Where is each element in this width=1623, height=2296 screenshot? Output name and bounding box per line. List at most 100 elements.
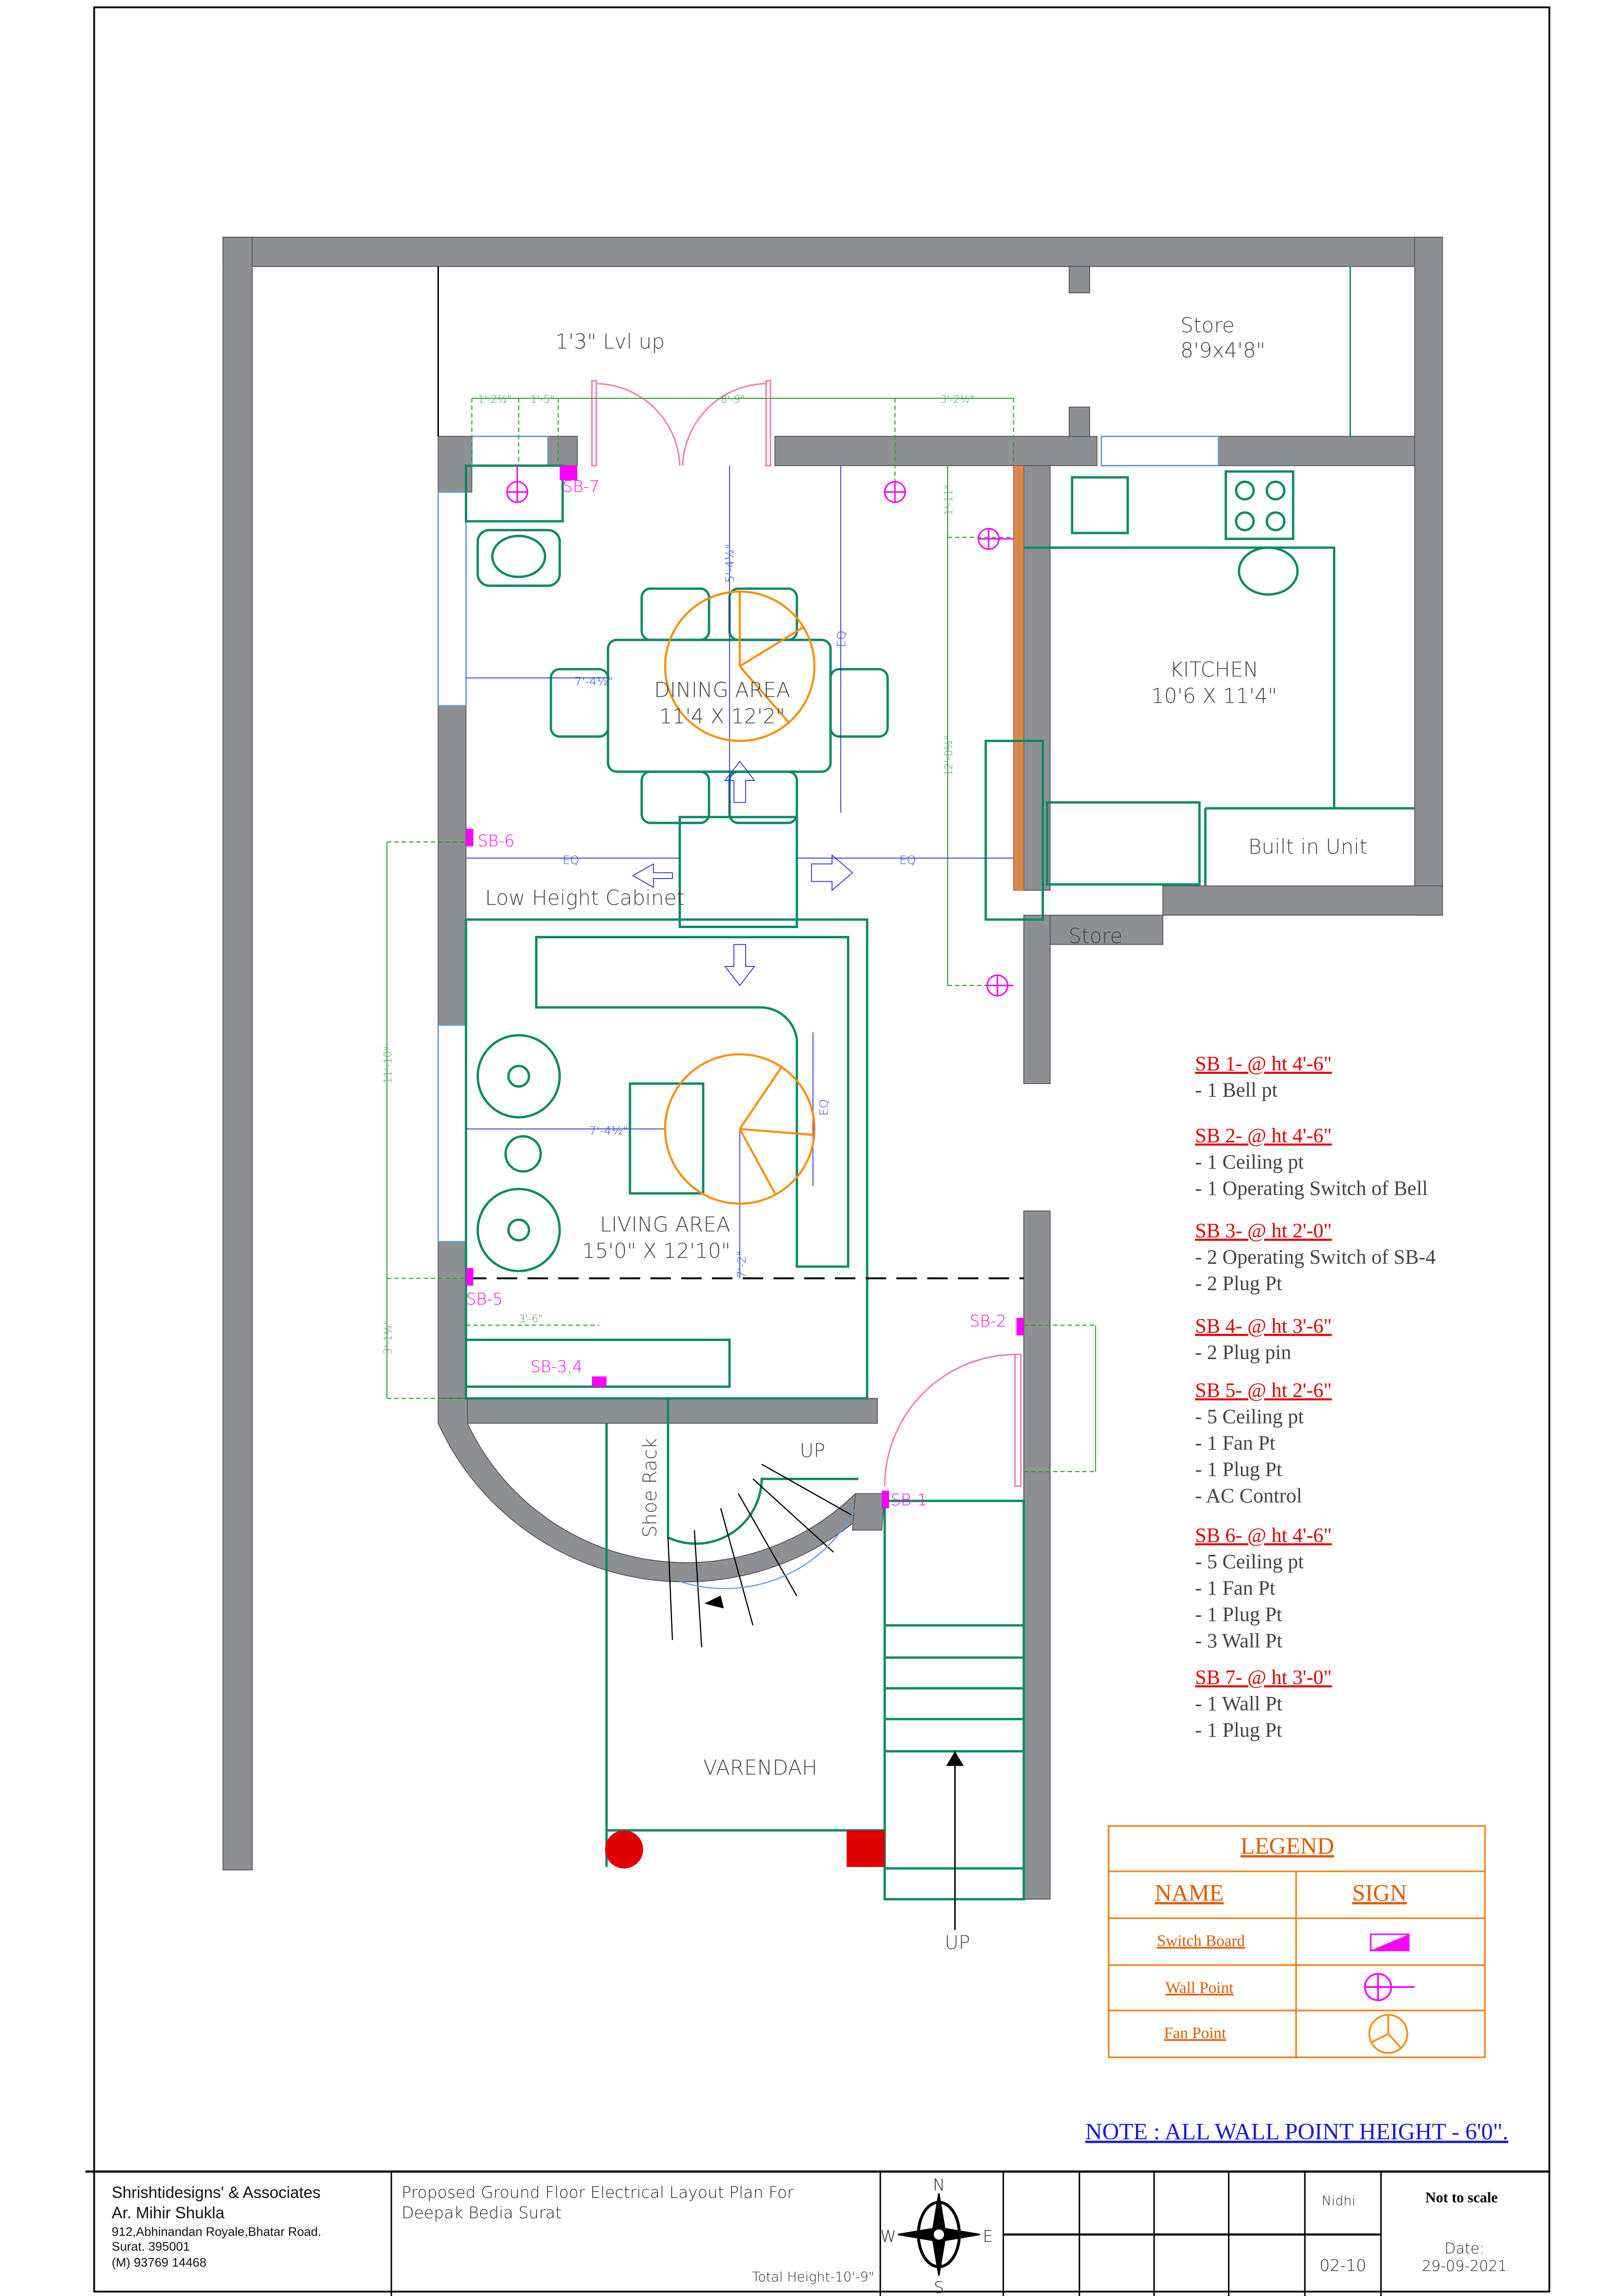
eq-label: EQ [899, 853, 916, 866]
total-height: Total Height-10'-9" [752, 2269, 874, 2284]
switch-board-icon [592, 1376, 607, 1387]
eq-label: EQ [562, 853, 579, 866]
wall-point-height-note: NOTE : ALL WALL POINT HEIGHT - 6'0". [1085, 2118, 1508, 2144]
date-value: 29-09-2021 [1422, 2258, 1507, 2275]
eq-label: EQ [834, 631, 848, 647]
living-name: LIVING AREA [600, 1213, 730, 1237]
note-title: SB 1- @ ht 4'-6" [1195, 1052, 1332, 1075]
store-top-size: 8'9x4'8" [1180, 339, 1265, 362]
wall-points [506, 465, 1014, 996]
lvl-up-label: 1'3" Lvl up [555, 330, 665, 353]
kitchen-name: KITCHEN [1170, 658, 1259, 681]
date-label: Date: [1444, 2240, 1484, 2257]
dim-d3: 8'-9" [721, 393, 745, 405]
low-cabinet-label: Low Height Cabinet [485, 886, 685, 910]
note-item: - 2 Plug Pt [1195, 1272, 1283, 1295]
living-size: 15'0" X 12'10" [582, 1239, 731, 1263]
address-line-2: Surat. 395001 [112, 2240, 190, 2253]
legend [1108, 1825, 1486, 2058]
sb-1-label: SB-1 [890, 1491, 927, 1510]
wall-point-icon [977, 528, 1014, 550]
switch-boards [466, 465, 1024, 1509]
sb-5-label: SB-5 [466, 1290, 503, 1309]
sb-6-label: SB-6 [478, 832, 515, 850]
store-small-label: Store [1068, 924, 1123, 948]
note-item: - 1 Fan Pt [1195, 1577, 1276, 1599]
legend-row-name: Wall Point [1166, 1979, 1234, 1997]
kitchen-size: 10'6 X 11'4" [1151, 684, 1277, 708]
bell-red-dot [605, 1830, 643, 1869]
dining-size: 11'4 X 12'2" [659, 705, 785, 729]
varendah-label: VARENDAH [703, 1756, 817, 1780]
shoe-rack-label: Shoe Rack [639, 1438, 661, 1537]
note-item: - 5 Ceiling pt [1195, 1405, 1304, 1428]
legend-col-sign: SIGN [1352, 1880, 1407, 1906]
main-door [591, 380, 1022, 1487]
note-item: - 1 Plug Pt [1195, 1603, 1283, 1626]
spiral-stair [667, 1464, 856, 1647]
note-title: SB 4- @ ht 3'-6" [1195, 1314, 1332, 1337]
legend-col-name: NAME [1155, 1880, 1224, 1906]
drawing-title-2: Deepak Bedia Surat [401, 2204, 562, 2222]
switch-board-icon [560, 465, 578, 481]
legend-title: LEGEND [1240, 1833, 1334, 1859]
store-top-name: Store [1180, 314, 1234, 337]
drawn-by: Nidhi [1321, 2193, 1355, 2209]
wall-point-icon [506, 465, 529, 503]
note-item: - 1 Fan Pt [1195, 1432, 1276, 1454]
note-item: - 1 Ceiling pt [1195, 1151, 1304, 1173]
note-item: - 3 Wall Pt [1195, 1629, 1283, 1652]
north-compass-icon [897, 2193, 980, 2276]
note-item: - 1 Wall Pt [1195, 1692, 1283, 1715]
reference-lines [466, 465, 1014, 1279]
switch-board-icon [466, 829, 474, 847]
switch-board-icon [1370, 1934, 1409, 1951]
dim-living-v: 7'-2" [734, 1250, 748, 1278]
bottom-up-label: UP [945, 1931, 970, 1954]
scale-note: Not to scale [1426, 2189, 1498, 2205]
dim-living-h: 7'-4½" [589, 1124, 628, 1138]
architect-name: Ar. Mihir Shukla [112, 2204, 225, 2222]
note-item: - 2 Plug pin [1195, 1341, 1291, 1363]
red-square-marker [846, 1830, 885, 1867]
dim-left-b: 3'-1½" [382, 1320, 394, 1355]
windows [437, 435, 1220, 1243]
dim-dining-v: 5'-4½" [723, 544, 737, 582]
kitchen-partition-hatch [1013, 465, 1024, 891]
sheet-border [93, 6, 1550, 2293]
fan-point-icon [664, 1053, 816, 1205]
note-title: SB 3- @ ht 2'-0" [1195, 1219, 1332, 1242]
compass-w: W [880, 2228, 896, 2246]
eq-label: EQ [816, 1099, 830, 1116]
switch-board-icon [1370, 1933, 1410, 1951]
note-item: - 1 Plug Pt [1195, 1719, 1283, 1741]
dim-left-v: 11'-10" [382, 1046, 394, 1084]
dim-kitchen-v1: 1'-11" [943, 485, 955, 516]
stair-up-label: UP [800, 1439, 825, 1461]
fan-point-icon [1368, 2014, 1408, 2054]
note-item: - AC Control [1195, 1484, 1302, 1507]
dimension-lines [386, 397, 1096, 1473]
note-item: - 2 Operating Switch of SB-4 [1195, 1246, 1436, 1269]
fan-points [664, 590, 816, 1205]
legend-row-name: Switch Board [1157, 1932, 1245, 1950]
switch-board-icon [1016, 1318, 1024, 1336]
switch-board-icon [882, 1491, 889, 1509]
wall-point-icon [884, 481, 906, 503]
note-item: - 5 Ceiling pt [1195, 1550, 1304, 1573]
wall-point-icon [1364, 1973, 1415, 2001]
furniture [464, 464, 1415, 1900]
legend-row-name: Fan Point [1164, 2024, 1227, 2042]
fan-point-icon [664, 590, 816, 742]
dim-d4: 3'-2½" [940, 393, 975, 405]
wall-point-icon [986, 974, 1014, 996]
dining-name: DINING AREA [654, 679, 790, 702]
compass-s: S [934, 2279, 944, 2296]
title-block [390, 2171, 1382, 2296]
address-line-1: 912,Abhinandan Royale,Bhatar Road. [112, 2225, 321, 2239]
phone: (M) 93769 14468 [112, 2256, 207, 2270]
note-item: - 1 Operating Switch of Bell [1195, 1177, 1428, 1200]
note-item: - 1 Bell pt [1195, 1079, 1278, 1102]
